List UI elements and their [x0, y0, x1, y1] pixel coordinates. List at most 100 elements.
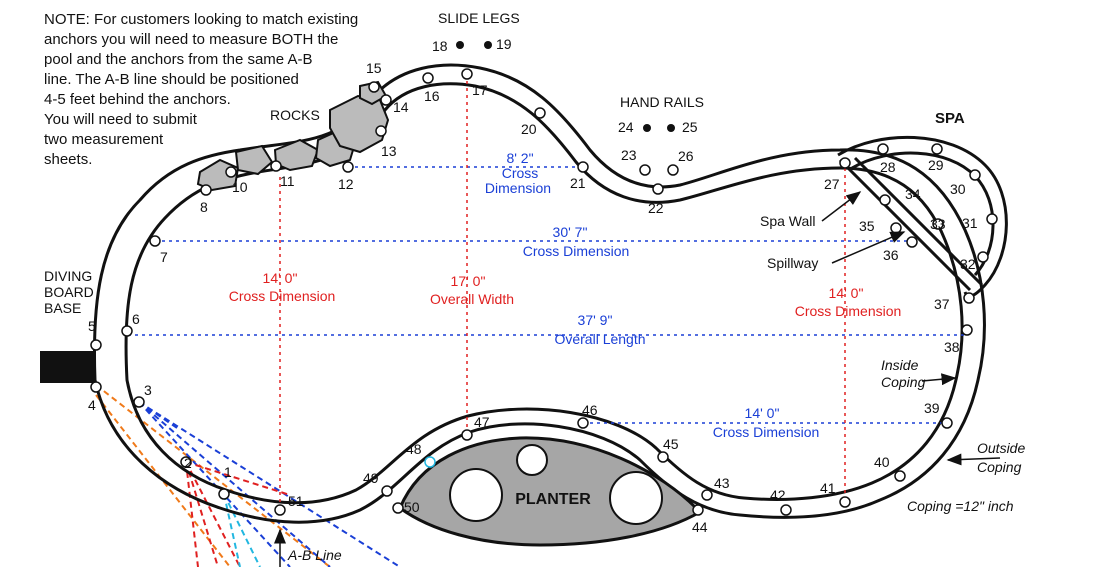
point-label: 38 — [944, 339, 960, 355]
point-label: 51 — [288, 493, 304, 509]
spa-outer-wall — [837, 135, 1008, 298]
point-14 — [380, 94, 392, 106]
point-37 — [963, 292, 975, 304]
slide-legs-label: SLIDE LEGS — [438, 10, 520, 26]
point-46 — [577, 417, 589, 429]
point-label: 23 — [621, 147, 637, 163]
point-48 — [424, 456, 436, 468]
point-label: 26 — [678, 148, 694, 164]
point-label: 14 — [393, 99, 409, 115]
point-25 — [667, 124, 675, 132]
point-20 — [534, 107, 546, 119]
note-line: sheets. — [44, 151, 93, 168]
point-28 — [877, 143, 889, 155]
point-5 — [90, 339, 102, 351]
point-29 — [931, 143, 943, 155]
point-34 — [879, 194, 891, 206]
point-31 — [986, 213, 998, 225]
point-label: 11 — [280, 173, 295, 189]
point-label: 48 — [406, 441, 422, 457]
point-24 — [643, 124, 651, 132]
ab-line-label: A-B Line — [287, 547, 342, 563]
point-label: 12 — [338, 176, 354, 192]
point-38 — [961, 324, 973, 336]
point-26 — [667, 164, 679, 176]
cyan-ref-line-1 — [223, 493, 261, 568]
point-label: 39 — [924, 400, 940, 416]
point-label: 35 — [859, 218, 875, 234]
point-label: 5 — [88, 318, 96, 334]
customer-note: NOTE: For customers looking to match exi… — [44, 10, 384, 170]
spa-wall-label: Spa Wall — [760, 213, 816, 229]
planter: PLANTER — [398, 436, 703, 547]
point-label: 8 — [200, 199, 208, 215]
point-label: 29 — [928, 157, 944, 173]
anchor-dots — [456, 41, 675, 132]
point-label: 40 — [874, 454, 890, 470]
diving-board-label-line1: DIVING — [44, 268, 92, 284]
point-label: 1 — [224, 464, 232, 480]
point-label: 41 — [820, 480, 836, 496]
spillway-label: Spillway — [767, 255, 818, 271]
point-27 — [839, 157, 851, 169]
red-ref-line-2 — [185, 461, 219, 568]
point-label: 27 — [824, 176, 840, 192]
point-label: 36 — [883, 247, 899, 263]
planter-hole-left — [449, 468, 503, 522]
dim-value-14-0-left: 14' 0" — [263, 270, 298, 286]
spa — [837, 135, 1008, 298]
point-16 — [422, 72, 434, 84]
point-label: 10 — [232, 179, 248, 195]
point-label: 2 — [184, 455, 192, 471]
dim-value-37-9: 37' 9" — [578, 312, 613, 328]
point-49 — [381, 485, 393, 497]
point-label: 17 — [472, 82, 488, 98]
dim-label-14-0-left: Cross Dimension — [229, 288, 336, 304]
point-19 — [484, 41, 492, 49]
ab-reference-lines — [95, 384, 401, 568]
note-line: pool and the anchors from the same A-B — [44, 51, 313, 68]
point-17 — [461, 68, 473, 80]
inside-coping-arrow — [921, 373, 957, 386]
blue-ref-line-3 — [138, 401, 401, 568]
point-22 — [652, 183, 664, 195]
point-47 — [461, 429, 473, 441]
note-line: two measurement — [44, 131, 164, 148]
measurement-points — [90, 68, 998, 516]
inside-coping-label-line1: Inside — [881, 357, 919, 373]
point-label: 15 — [366, 60, 382, 76]
dim-value-14-0-bottom: 14' 0" — [745, 405, 780, 421]
point-51 — [274, 504, 286, 516]
point-11 — [270, 160, 282, 172]
point-label: 31 — [962, 215, 978, 231]
point-label: 7 — [160, 249, 168, 265]
point-44 — [692, 504, 704, 516]
cyan-ref-line-1b — [223, 493, 241, 568]
point-label: 30 — [950, 181, 966, 197]
point-label: 25 — [682, 119, 698, 135]
dim-label-30-7: Cross Dimension — [523, 243, 630, 259]
point-12 — [342, 161, 354, 173]
point-10 — [225, 166, 237, 178]
point-45 — [657, 451, 669, 463]
planter-hole-right — [609, 471, 663, 525]
point-label: 18 — [432, 38, 448, 54]
point-label: 6 — [132, 311, 140, 327]
point-label: 44 — [692, 519, 708, 535]
red-ref-line-2c — [185, 461, 199, 568]
dim-label-14-0-right: Cross Dimension — [795, 303, 902, 319]
point-label: 4 — [88, 397, 96, 413]
point-41 — [839, 496, 851, 508]
point-label: 28 — [880, 159, 896, 175]
dim-value-14-0-right: 14' 0" — [829, 285, 864, 301]
point-36 — [906, 236, 918, 248]
spillway-arrow — [831, 231, 906, 264]
point-39 — [941, 417, 953, 429]
diving-board-label-line3: BASE — [44, 300, 81, 316]
point-35 — [890, 222, 902, 234]
note-line: anchors you will need to measure BOTH th… — [44, 31, 339, 48]
spa-spillway-inner — [853, 156, 984, 287]
dim-value-30-7: 30' 7" — [553, 224, 588, 240]
rock-shape — [234, 144, 274, 176]
